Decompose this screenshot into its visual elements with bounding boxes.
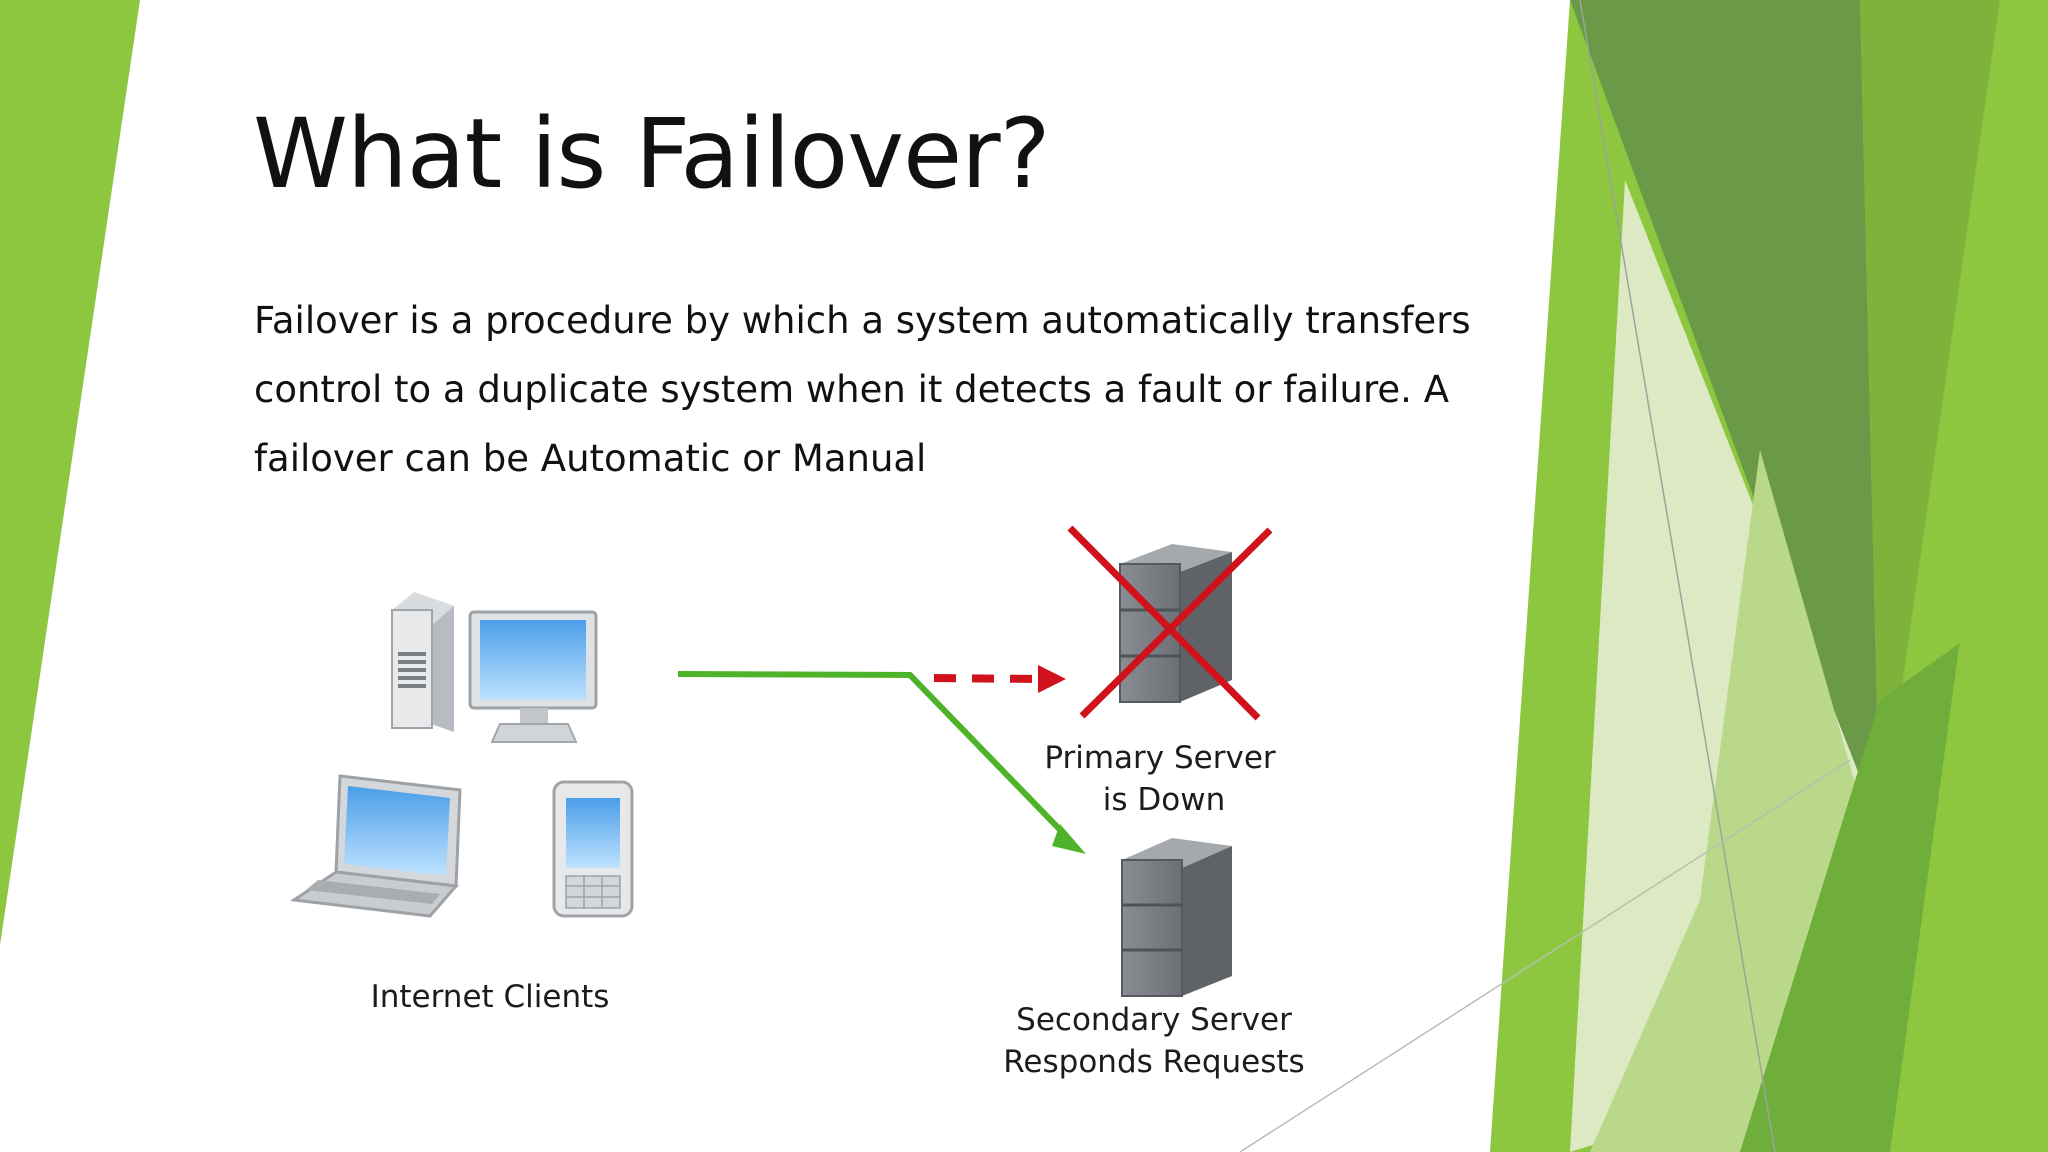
internet-clients-label: Internet Clients	[371, 979, 610, 1015]
failure-x-icon	[1067, 525, 1273, 721]
slide-body-text: Failover is a procedure by which a syste…	[254, 299, 1471, 480]
thin-line-1	[1579, 0, 1776, 1152]
green-arrowhead-icon	[1052, 824, 1086, 854]
red-arrowhead-icon	[1038, 665, 1066, 693]
right-bright-green-facet	[1890, 560, 2048, 1152]
primary-server-label-line2: is Down	[1103, 782, 1225, 818]
mobile-phone-icon	[552, 780, 634, 918]
laptop-icon	[289, 774, 462, 918]
desktop-computer-icon	[391, 592, 598, 743]
secondary-server-label-line1: Secondary Server	[1016, 1002, 1292, 1038]
thin-line-2	[1239, 759, 1851, 1152]
right-mid-green-facet	[1860, 0, 2000, 840]
secondary-server-label-line2: Responds Requests	[1003, 1044, 1304, 1080]
left-green-bar	[0, 0, 140, 945]
failed-route-arrow	[933, 674, 1041, 683]
primary-server-label-line1: Primary Server	[1044, 740, 1276, 776]
client-traffic-arrow	[677, 671, 1071, 841]
slide-title: What is Failover?	[253, 98, 1051, 210]
secondary-server-icon	[1121, 838, 1232, 997]
